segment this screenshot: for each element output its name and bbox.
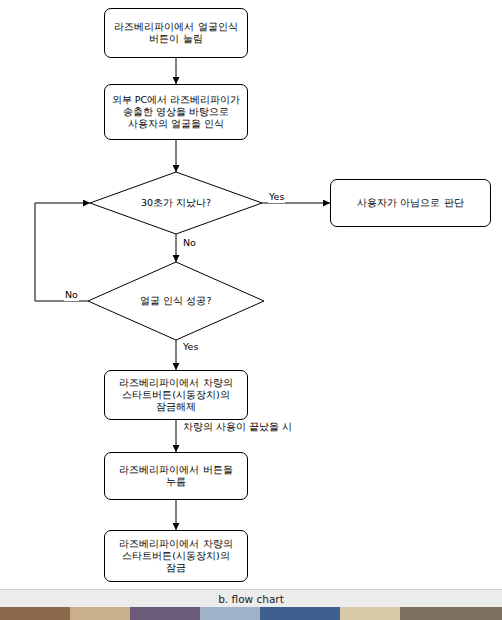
edge-label: Yes xyxy=(182,341,199,353)
node-text: 30초가 지났나? xyxy=(141,197,211,209)
flow-arrow xyxy=(176,58,177,84)
node-text: 라즈베리파이에서 차량의 스타트버튼(시동장치)의 잠금해제 xyxy=(111,377,241,413)
process-box: 사용자가 아님으로 판단 xyxy=(330,179,491,227)
decision-diamond: 30초가 지났나? xyxy=(90,172,262,234)
edge-label: Yes xyxy=(268,191,285,203)
edge-label: No xyxy=(64,289,79,301)
node-text: 외부 PC에서 라즈베리파이가 송출한 영상을 바탕으로 사용자의 얼굴을 인식 xyxy=(111,94,241,130)
node-text: 얼굴 인식 성공? xyxy=(140,295,211,307)
flow-arrow xyxy=(176,420,177,452)
flow-arrow xyxy=(176,340,177,370)
process-box: 라즈베리파이에서 얼굴인식 버튼이 눌림 xyxy=(104,8,248,58)
flow-arrow xyxy=(35,203,90,301)
caption-band: b. flow chart xyxy=(0,589,502,608)
flow-arrow xyxy=(176,234,177,262)
process-box: 라즈베리파이에서 차량의 스타트버튼(시동장치)의 잠금 xyxy=(104,530,248,582)
node-text: 라즈베리파이에서 차량의 스타트버튼(시동장치)의 잠금 xyxy=(111,538,241,574)
flow-arrow xyxy=(176,140,177,172)
node-text: 라즈베리파이에서 버튼을 누름 xyxy=(111,464,241,488)
figure-caption: b. flow chart xyxy=(218,593,284,605)
flow-arrow xyxy=(176,500,177,530)
edge-label: No xyxy=(182,237,197,249)
edge-label: 차량의 사용이 끝났을 시 xyxy=(182,421,293,433)
node-text: 사용자가 아님으로 판단 xyxy=(357,197,463,209)
process-box: 외부 PC에서 라즈베리파이가 송출한 영상을 바탕으로 사용자의 얼굴을 인식 xyxy=(104,84,248,140)
decision-diamond: 얼굴 인식 성공? xyxy=(88,262,264,340)
process-box: 라즈베리파이에서 차량의 스타트버튼(시동장치)의 잠금해제 xyxy=(104,370,248,420)
node-text: 라즈베리파이에서 얼굴인식 버튼이 눌림 xyxy=(111,21,241,45)
photo-strip xyxy=(0,607,502,620)
process-box: 라즈베리파이에서 버튼을 누름 xyxy=(104,452,248,500)
